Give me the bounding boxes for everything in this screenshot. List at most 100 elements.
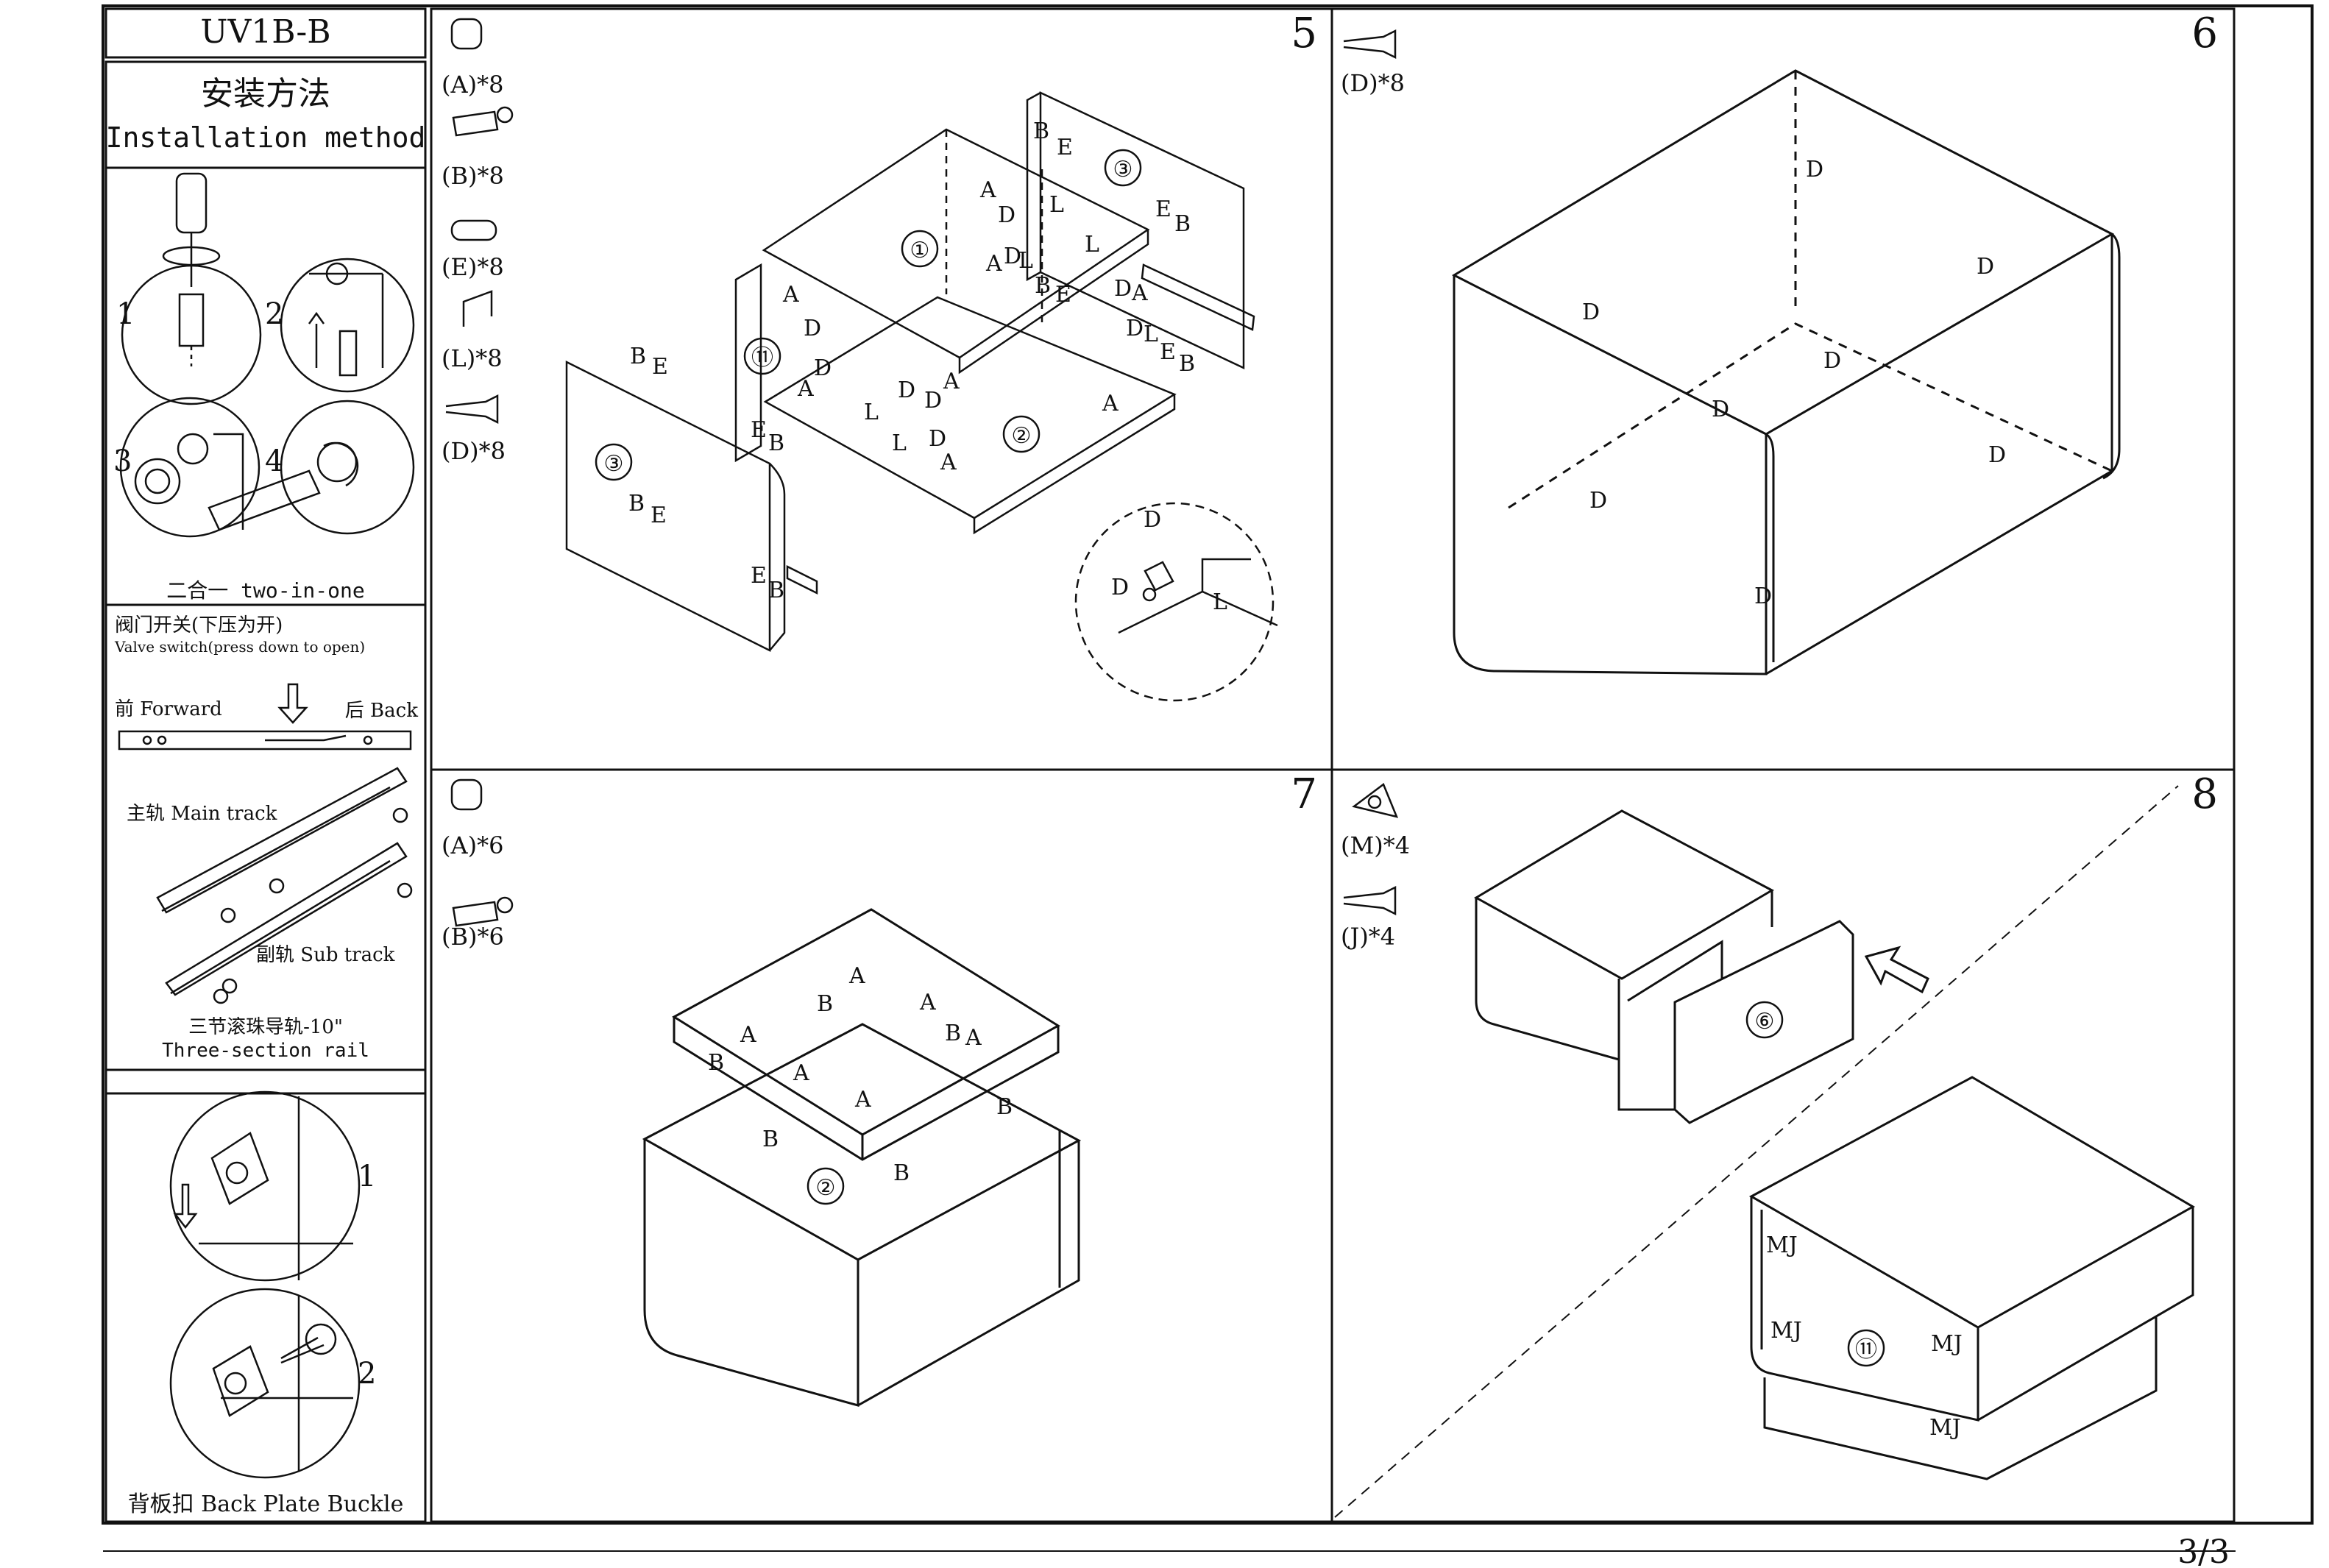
svg-text:B: B [945,1021,961,1046]
svg-text:A: A [740,1022,756,1048]
cam-lock-steps [119,172,415,538]
svg-text:A: A [985,251,1002,277]
svg-text:D: D [1712,397,1729,422]
svg-text:B: B [762,1127,779,1152]
svg-text:A: A [782,282,799,308]
svg-text:MJ: MJ [1770,1318,1802,1344]
svg-text:B: B [1035,273,1051,299]
svg-text:E: E [652,354,668,380]
step8-mj-labels: MJ MJ MJ MJ [1766,1232,1963,1441]
title-en: Installation method [106,121,426,154]
svg-text:A: A [919,990,936,1015]
step7-letters: A B A A B A B A A B B B [708,963,1013,1186]
step8-panel-11-ring [1847,1329,1885,1367]
back-plate-buckle [169,1090,361,1479]
step8-divider-line [1334,785,2179,1518]
title-cn: 安装方法 [201,75,330,113]
svg-text:D: D [814,355,832,381]
svg-text:D: D [1754,583,1772,609]
svg-text:D: D [1806,157,1823,182]
svg-text:D: D [1977,254,1994,280]
back-label: 后 Back [345,700,418,722]
forward-label: 前 Forward [115,698,222,720]
svg-text:D: D [929,426,946,452]
step6-number: 6 [2191,10,2218,57]
step7-panel-2-ring [807,1167,845,1205]
svg-text:D: D [804,316,821,341]
svg-text:E: E [1160,339,1176,365]
step5-panel-1: ① [910,238,930,263]
svg-text:L: L [1144,322,1158,347]
sub-track-label: 副轨 Sub track [256,944,395,966]
svg-text:D: D [1004,244,1021,269]
svg-text:B: B [996,1094,1013,1120]
step7-panel-2: ② [816,1175,836,1201]
cam-step-1: 1 [116,297,135,331]
svg-text:D: D [924,388,942,414]
step8-panel-6: ⑥ [1755,1009,1775,1035]
step7-number: 7 [1291,770,1317,818]
step5-exploded-carcass [565,91,1255,653]
svg-text:B: B [768,430,784,456]
step5-part-e: (E)*8 [442,253,504,281]
svg-text:L: L [1018,248,1033,274]
svg-text:MJ: MJ [1766,1232,1798,1258]
svg-text:E: E [1057,135,1073,160]
step8-hardware-icons [1343,783,1399,916]
step5-part-l: (L)*8 [442,344,503,372]
svg-text:L: L [864,400,879,425]
svg-text:L: L [1049,192,1064,218]
svg-text:B: B [628,491,645,517]
page-frames [102,4,2314,1552]
page-number: 3/3 [2177,1533,2230,1568]
svg-text:A: A [979,177,996,203]
step5-hardware-icons [445,18,514,425]
valve-cn: 阀门开关(下压为开) [115,614,283,636]
svg-text:B: B [630,344,646,369]
step8-drawer-insert [1473,809,1929,1124]
svg-text:B: B [768,578,784,603]
step5-letters: B E A D L E B L A D L B E D A D L E B A … [628,118,1195,603]
step5-part-d: (D)*8 [442,437,506,465]
svg-text:A: A [793,1060,809,1086]
svg-text:D: D [1823,348,1841,374]
step8-part-j: (J)*4 [1341,923,1395,951]
svg-text:E: E [751,563,767,589]
rail-cn: 三节滚珠导轨-10" [188,1016,343,1038]
svg-text:B: B [1179,351,1195,377]
detail-l: L [1213,589,1227,615]
valve-switch-diagram [118,683,412,751]
svg-text:L: L [892,430,907,456]
svg-text:E: E [1055,282,1071,308]
step5-panel-2: ② [1012,423,1032,449]
cam-caption: 二合一 two-in-one [166,578,364,603]
svg-text:B: B [893,1160,910,1186]
svg-text:B: B [1033,118,1049,144]
step5-number: 5 [1291,10,1317,57]
step5-panel-labels [595,149,1142,481]
rail-en: Three-section rail [162,1040,369,1062]
detail-d-left: D [1111,575,1129,600]
svg-text:A: A [943,369,960,394]
cam-step-3: 3 [113,444,132,478]
step5-panel-3-left: ③ [604,451,624,477]
svg-text:D: D [1988,442,2006,468]
svg-text:B: B [1174,211,1191,237]
buckle-step-1: 1 [358,1160,376,1193]
svg-text:D: D [898,377,915,403]
step6-hardware-icon [1343,29,1397,60]
svg-text:D: D [1114,276,1132,302]
step5-part-a: (A)*8 [442,71,503,99]
svg-text:A: A [1131,280,1148,306]
svg-text:D: D [1589,488,1607,514]
svg-text:MJ: MJ [1931,1331,1963,1357]
step8-panel-11: ⑪ [1855,1337,1877,1363]
svg-text:A: A [797,376,814,402]
svg-text:A: A [965,1025,982,1051]
svg-text:A: A [1102,391,1119,416]
svg-text:D: D [998,202,1015,228]
svg-text:E: E [651,503,667,528]
step6-part-d: (D)*8 [1341,69,1405,97]
svg-text:A: A [940,450,957,475]
